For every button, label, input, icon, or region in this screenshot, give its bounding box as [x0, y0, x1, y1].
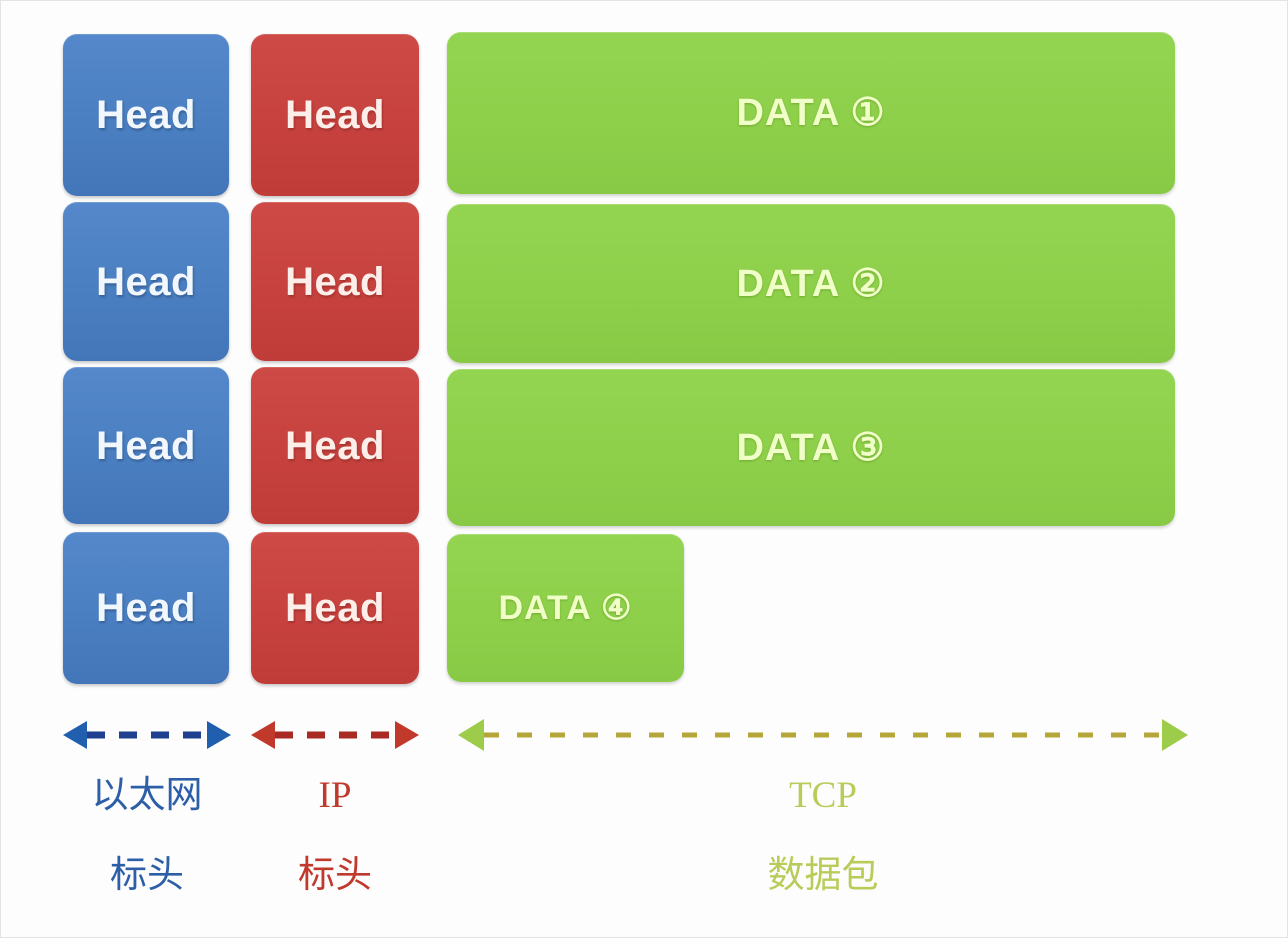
- ethernet-header-block-row2: Head: [63, 202, 229, 361]
- ethernet-measure-arrow: [61, 713, 233, 757]
- arrow-head-left-icon: [458, 719, 484, 751]
- ip-header-block-row4: Head: [251, 532, 419, 684]
- ip-measure-arrow: [249, 713, 421, 757]
- ip-caption: IP 标头: [249, 769, 421, 902]
- data-block-row3: DATA ③: [447, 369, 1175, 526]
- ethernet-header-label: Head: [96, 586, 196, 630]
- tcp-caption: TCP 数据包: [456, 769, 1190, 902]
- arrow-head-right-icon: [207, 721, 231, 749]
- ip-header-label: Head: [285, 259, 385, 304]
- ethernet-caption-bottom: 标头: [110, 854, 184, 896]
- ethernet-caption-top: 以太网: [91, 775, 203, 816]
- arrow-head-right-icon: [1162, 719, 1188, 751]
- ethernet-header-label: Head: [96, 93, 196, 137]
- tcp-measure-arrow: [456, 713, 1190, 757]
- ip-header-label: Head: [285, 586, 385, 630]
- arrow-head-left-icon: [251, 721, 275, 749]
- tcp-caption-bottom: 数据包: [767, 854, 879, 896]
- ethernet-header-label: Head: [96, 259, 196, 304]
- ethernet-header-block-row3: Head: [63, 367, 229, 524]
- data-block-label: DATA ③: [736, 426, 886, 469]
- ip-header-label: Head: [285, 93, 385, 137]
- ip-header-block-row3: Head: [251, 367, 419, 524]
- data-block-label: DATA ④: [498, 589, 633, 627]
- ethernet-caption: 以太网 标头: [61, 769, 233, 902]
- ip-header-label: Head: [285, 423, 385, 468]
- arrow-head-left-icon: [63, 721, 87, 749]
- data-block-label: DATA ①: [736, 92, 886, 134]
- data-block-label: DATA ②: [736, 262, 886, 305]
- ethernet-header-label: Head: [96, 423, 196, 468]
- data-block-row2: DATA ②: [447, 204, 1175, 363]
- data-block-row1: DATA ①: [447, 32, 1175, 194]
- arrow-head-right-icon: [395, 721, 419, 749]
- ethernet-header-block-row1: Head: [63, 34, 229, 196]
- ip-header-block-row2: Head: [251, 202, 419, 361]
- ip-header-block-row1: Head: [251, 34, 419, 196]
- ethernet-header-block-row4: Head: [63, 532, 229, 684]
- ip-caption-top: IP: [318, 775, 352, 816]
- data-block-row4: DATA ④: [447, 534, 684, 682]
- tcp-caption-top: TCP: [789, 775, 857, 816]
- ip-caption-bottom: 标头: [298, 854, 372, 896]
